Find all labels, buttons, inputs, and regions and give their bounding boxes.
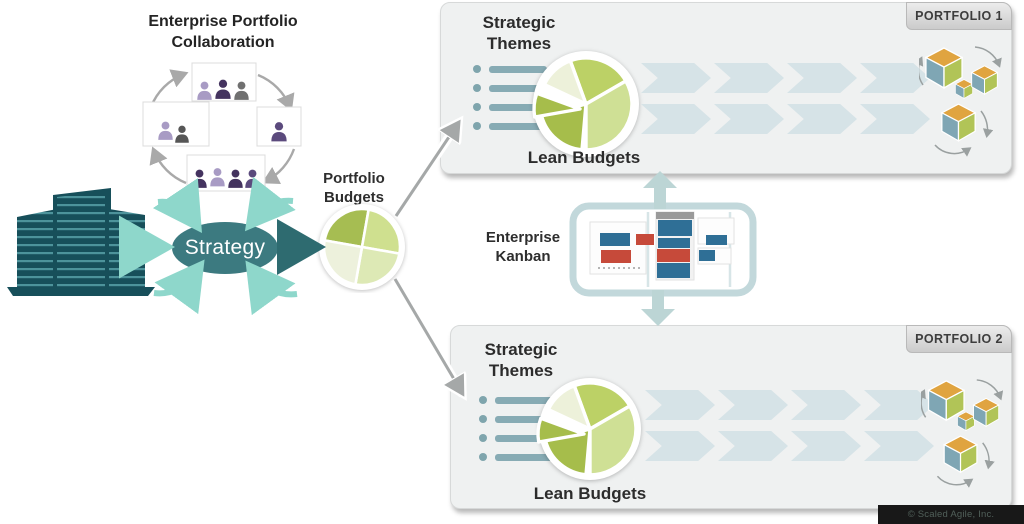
value-stream-chevrons (645, 390, 937, 420)
portfolio-2-panel: PORTFOLIO 2 Strategic Themes Lean Budget… (450, 325, 1012, 509)
portfolio-1-tag: PORTFOLIO 1 (906, 2, 1012, 30)
portfolio-budgets-line1: Portfolio (323, 170, 385, 187)
value-stream-chevrons (645, 431, 937, 461)
theme-bullet-item (473, 122, 547, 130)
strategic-themes-line1: Strategic (482, 13, 556, 32)
theme-bullet-item (479, 396, 553, 404)
bullet-dot-icon (479, 434, 487, 442)
portfolio-collaboration-icon (142, 62, 302, 192)
chevron-icon (718, 390, 788, 420)
chevron-icon (714, 104, 784, 134)
bullet-bar (489, 65, 547, 73)
chevron-icon (645, 431, 715, 461)
solution-cubes-icon (919, 46, 1002, 157)
portfolio-budgets-pie-icon (319, 204, 405, 290)
value-stream-chevrons (641, 63, 933, 93)
bullet-dot-icon (473, 84, 481, 92)
enterprise-kanban-line2: Kanban (495, 247, 551, 265)
bullet-dot-icon (479, 415, 487, 423)
bullet-dot-icon (479, 453, 487, 461)
chevron-icon (641, 104, 711, 134)
strategic-themes-line2: Themes (486, 33, 552, 53)
strategy-node: Strategy (172, 222, 278, 274)
lean-budgets-pie-icon (536, 378, 641, 480)
collaboration-title-line2: Collaboration (171, 33, 275, 51)
bullet-dot-icon (473, 65, 481, 73)
theme-bullet-item (473, 103, 547, 111)
strategic-themes-list (479, 396, 553, 472)
bullet-bar (495, 434, 553, 442)
bullet-bar (495, 415, 553, 423)
collaboration-title-line1: Enterprise Portfolio (148, 13, 298, 30)
portfolio-2-tag: PORTFOLIO 2 (906, 325, 1012, 353)
chevron-icon (787, 104, 857, 134)
strategic-themes-line2: Themes (488, 360, 554, 380)
watermark: © Scaled Agile, Inc. (878, 505, 1024, 524)
solution-cubes-icon (921, 379, 1004, 488)
bullet-bar (495, 396, 553, 404)
enterprise-kanban-line1: Enterprise (485, 229, 561, 246)
strategic-themes-label: Strategic Themes (451, 340, 591, 381)
portfolio-budgets-label: Portfolio Budgets (305, 169, 403, 209)
portfolio-budgets-line2: Budgets (324, 188, 384, 206)
strategic-themes-line1: Strategic (484, 340, 558, 359)
theme-bullet-item (479, 434, 553, 442)
bullet-dot-icon (473, 122, 481, 130)
chevron-icon (714, 63, 784, 93)
bullet-dot-icon (473, 103, 481, 111)
lean-budgets-label: Lean Budgets (533, 484, 647, 503)
bullet-bar (489, 103, 547, 111)
value-stream-chevrons (641, 104, 933, 134)
bullet-bar (489, 122, 547, 130)
bullet-bar (495, 453, 553, 461)
chevron-icon (645, 390, 715, 420)
chevron-icon (787, 63, 857, 93)
strategy-label: Strategy (184, 236, 266, 259)
lean-budgets-pie-icon (532, 51, 639, 157)
chevron-icon (641, 63, 711, 93)
bullet-dot-icon (479, 396, 487, 404)
strategic-themes-list (473, 65, 547, 141)
chevron-icon (718, 431, 788, 461)
chevron-icon (791, 390, 861, 420)
strategic-themes-label: Strategic Themes (449, 13, 589, 54)
theme-bullet-item (473, 84, 547, 92)
theme-bullet-item (473, 65, 547, 73)
bullet-bar (489, 84, 547, 92)
lean-budgets-label: Lean Budgets (527, 148, 641, 167)
enterprise-kanban-board-icon (569, 202, 757, 297)
portfolio-1-panel: PORTFOLIO 1 Strategic Themes Lean Budget… (440, 2, 1012, 174)
chevron-icon (791, 431, 861, 461)
collaboration-title: Enterprise Portfolio Collaboration (138, 12, 308, 54)
theme-bullet-item (479, 453, 553, 461)
theme-bullet-item (479, 415, 553, 423)
enterprise-kanban-label: Enterprise Kanban (474, 228, 572, 268)
